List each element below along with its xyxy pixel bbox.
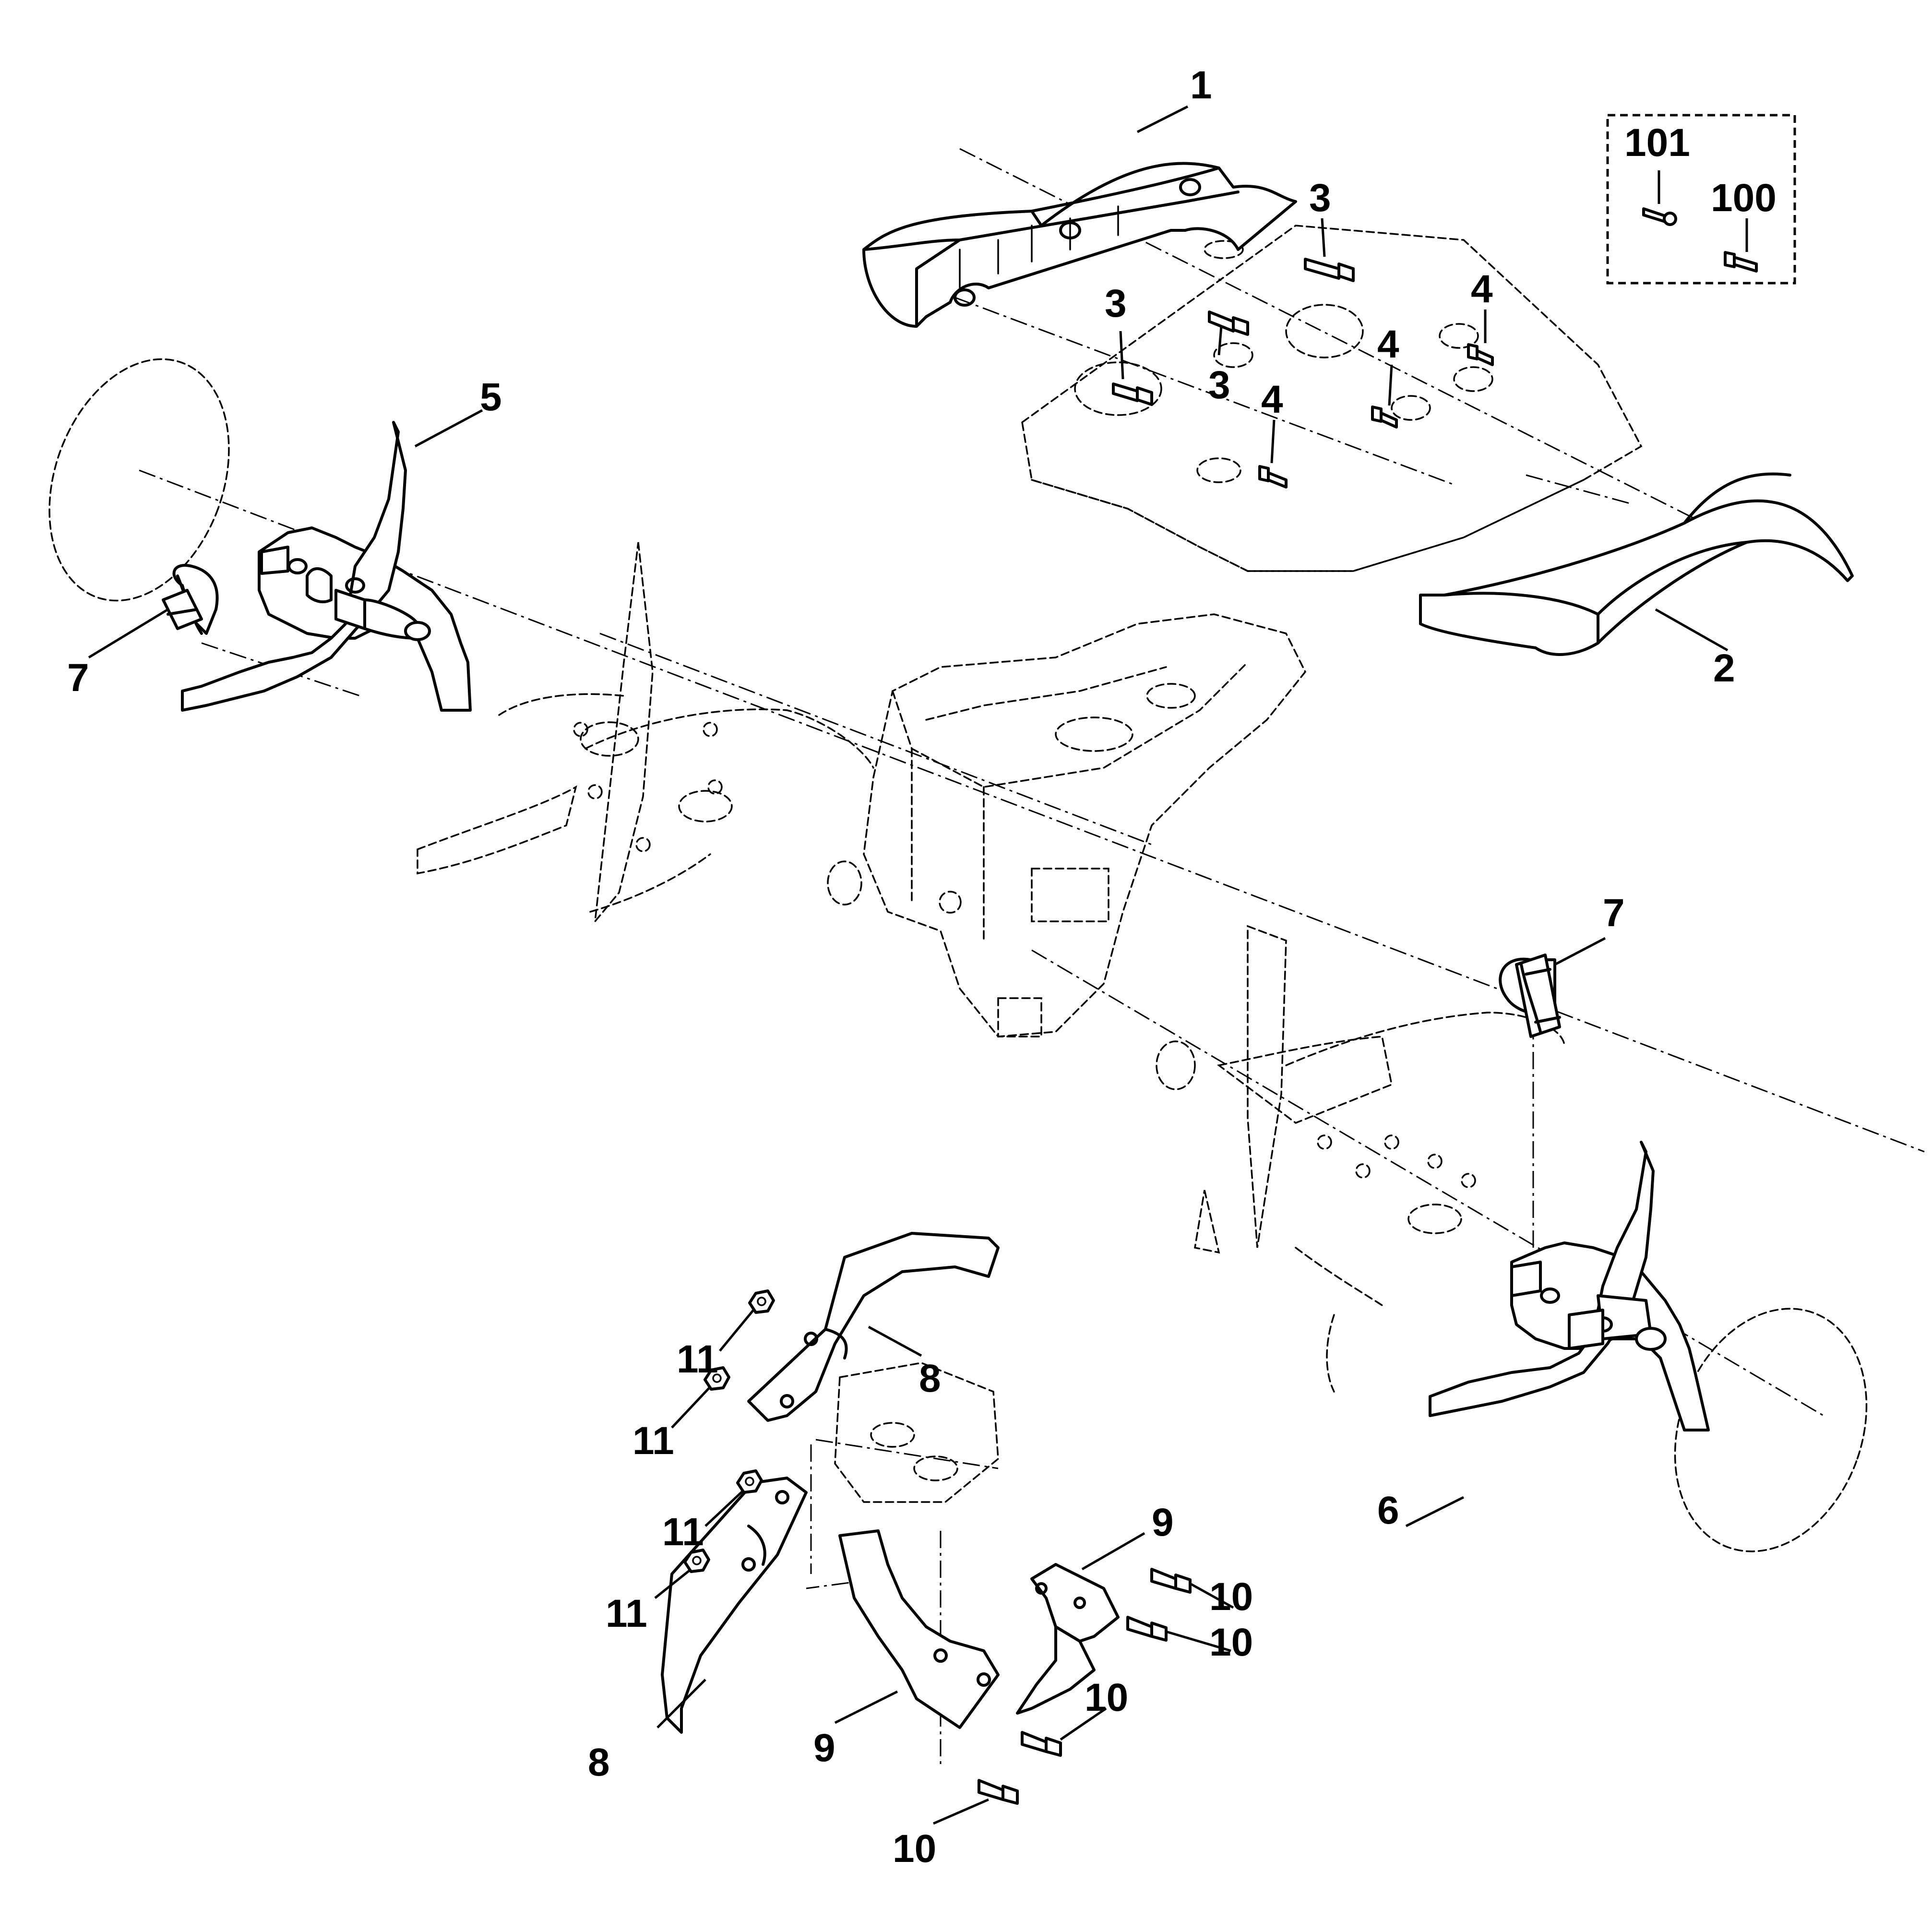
part-100-screw — [1724, 251, 1758, 273]
callout-4a: 4 — [1471, 267, 1493, 311]
bolt-10c — [1021, 1731, 1062, 1757]
part-5-left-tine — [181, 421, 472, 712]
callout-7a: 7 — [67, 656, 89, 700]
callout-labels: 1 2 3 3 3 4 4 4 5 6 7 7 8 8 9 9 10 10 10… — [67, 63, 1777, 1871]
screw-4a — [1467, 343, 1494, 366]
part-2-right-fender — [1419, 472, 1854, 656]
callout-3c: 3 — [1208, 363, 1230, 407]
inset-box — [1606, 114, 1796, 285]
callout-4b: 4 — [1377, 322, 1399, 366]
screw-4b — [1371, 405, 1398, 429]
phantom-assembly — [48, 225, 1868, 1552]
callout-10d: 10 — [893, 1827, 936, 1871]
nut-11b — [704, 1366, 730, 1391]
callout-3a: 3 — [1309, 176, 1331, 220]
center-lines — [139, 148, 1925, 1766]
nut-11d — [683, 1549, 710, 1573]
part-11-nuts — [683, 1289, 775, 1573]
callout-101: 101 — [1624, 121, 1690, 165]
callout-11c: 11 — [662, 1510, 704, 1554]
part-6-right-tine — [1429, 1141, 1710, 1431]
callout-100: 100 — [1711, 176, 1777, 220]
nut-11c — [736, 1469, 763, 1494]
callout-11b: 11 — [632, 1419, 674, 1463]
callout-9b: 9 — [813, 1726, 835, 1770]
callout-1: 1 — [1190, 63, 1212, 107]
bolt-3b — [1208, 310, 1249, 336]
part-8-blade-upper — [747, 1232, 1000, 1422]
part-10-bolts — [978, 1568, 1192, 1805]
callout-10c: 10 — [1085, 1676, 1128, 1719]
callout-11a: 11 — [677, 1337, 718, 1381]
callout-6: 6 — [1377, 1489, 1399, 1532]
bolt-3a — [1304, 258, 1355, 282]
callout-8b: 8 — [588, 1741, 610, 1784]
part-7-linch-pin-left — [162, 564, 219, 635]
bolt-10b — [1126, 1616, 1168, 1642]
leader-lines — [88, 105, 1748, 1825]
part-9-blade-left — [838, 1529, 1000, 1729]
part-1-left-fender — [862, 162, 1297, 328]
part-8-blade-lower — [661, 1477, 808, 1734]
callout-7b: 7 — [1603, 891, 1625, 935]
bolt-10a — [1150, 1568, 1192, 1594]
screw-4c — [1258, 465, 1288, 489]
bolt-10d — [978, 1779, 1019, 1805]
callout-3b: 3 — [1105, 282, 1127, 325]
callout-11d: 11 — [606, 1592, 647, 1635]
callout-4c: 4 — [1261, 378, 1283, 421]
callout-8a: 8 — [919, 1357, 941, 1400]
callout-9a: 9 — [1152, 1501, 1174, 1544]
callout-2: 2 — [1713, 646, 1735, 690]
callout-10a: 10 — [1209, 1575, 1253, 1619]
part-7-linch-pin-right — [1499, 954, 1561, 1038]
callout-10b: 10 — [1209, 1621, 1253, 1664]
part-9-blade-right — [1016, 1563, 1120, 1715]
nut-11a — [748, 1289, 775, 1314]
part-101-screw — [1642, 207, 1677, 226]
callout-5: 5 — [480, 375, 502, 419]
part-3-bolts — [1112, 258, 1355, 406]
part-4-screws — [1258, 343, 1494, 489]
bolt-3c — [1112, 382, 1153, 406]
